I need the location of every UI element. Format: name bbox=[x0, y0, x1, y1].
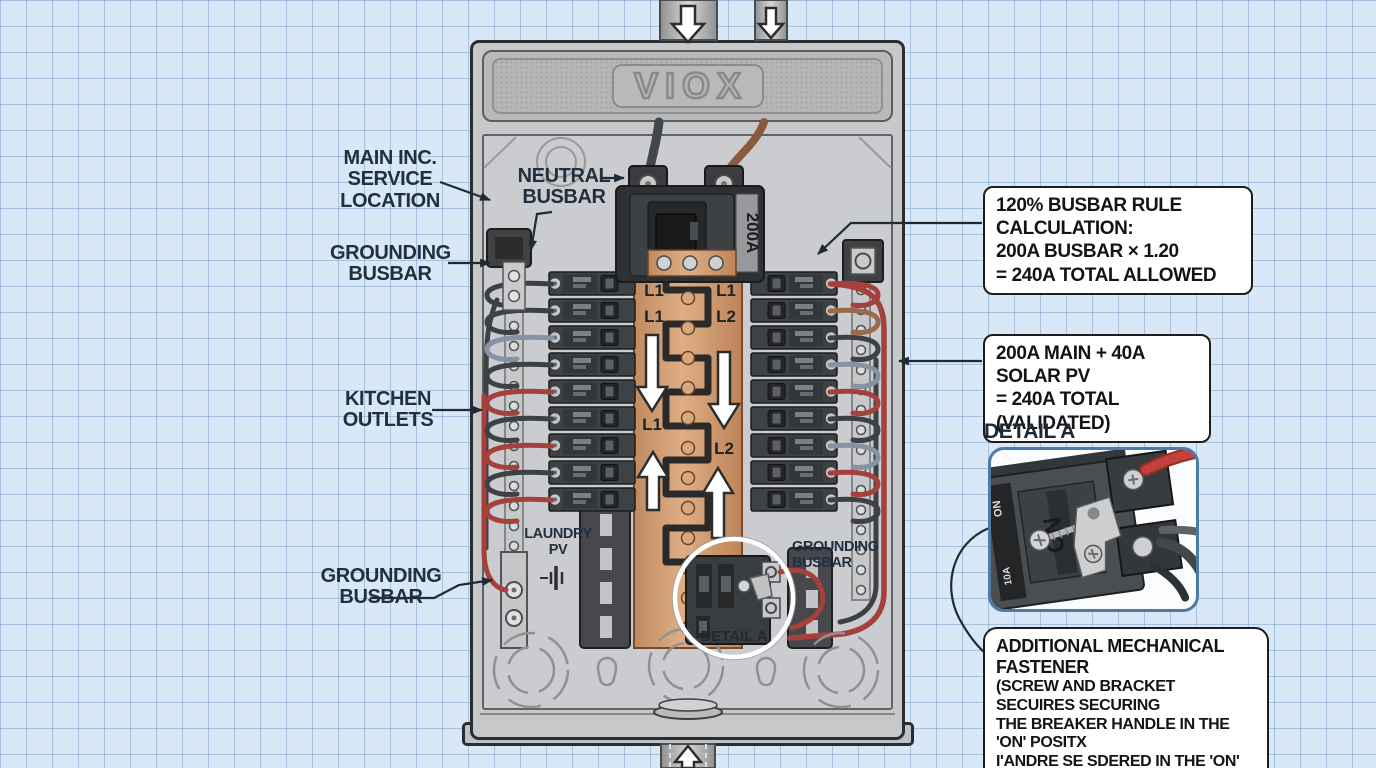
callout-total-validated: 200A MAIN + 40A SOLAR PV = 240A TOTAL (V… bbox=[983, 334, 1211, 443]
label-neutral-busbar: NEUTRAL BUSBAR bbox=[517, 165, 611, 209]
flow-arrow-down-icon bbox=[756, 6, 786, 40]
label-grounding-busbar-inner: GROUNDING BUSBAR bbox=[792, 539, 879, 571]
callout-fastener-note: ADDITIONAL MECHANICAL FASTENER (SCREW AN… bbox=[983, 627, 1269, 768]
flow-arrow-up-icon bbox=[672, 744, 704, 768]
label-grounding-busbar-bottom: GROUNDING BUSBAR bbox=[320, 565, 442, 609]
detail-a-inset: ON 10A ON bbox=[988, 447, 1199, 612]
detail-a-art: ON 10A ON bbox=[991, 450, 1196, 609]
conduit-bottom bbox=[660, 743, 716, 768]
conduit-top-main bbox=[659, 0, 718, 41]
brand-logo: VIOX bbox=[633, 65, 749, 106]
label-grounding-busbar-top: GROUNDING BUSBAR bbox=[330, 242, 451, 286]
detail-amp-label: 10A bbox=[1001, 566, 1014, 586]
panel-backplate bbox=[482, 134, 893, 710]
detail-a-heading: DETAIL A bbox=[984, 420, 1075, 443]
detail-on-side-label: ON bbox=[991, 500, 1005, 518]
flow-arrow-down-icon bbox=[669, 4, 707, 44]
label-laundry-pv: LAUNDRY PV bbox=[524, 526, 592, 558]
callout-busbar-rule: 120% BUSBAR RULE CALCULATION: 200A BUSBA… bbox=[983, 186, 1253, 295]
conduit-top-secondary bbox=[754, 0, 788, 41]
brand-plate: VIOX bbox=[612, 64, 764, 108]
label-main-service: MAIN INC. SERVICE LOCATION bbox=[340, 147, 440, 212]
label-kitchen-outlets: KITCHEN OUTLETS bbox=[342, 388, 434, 432]
